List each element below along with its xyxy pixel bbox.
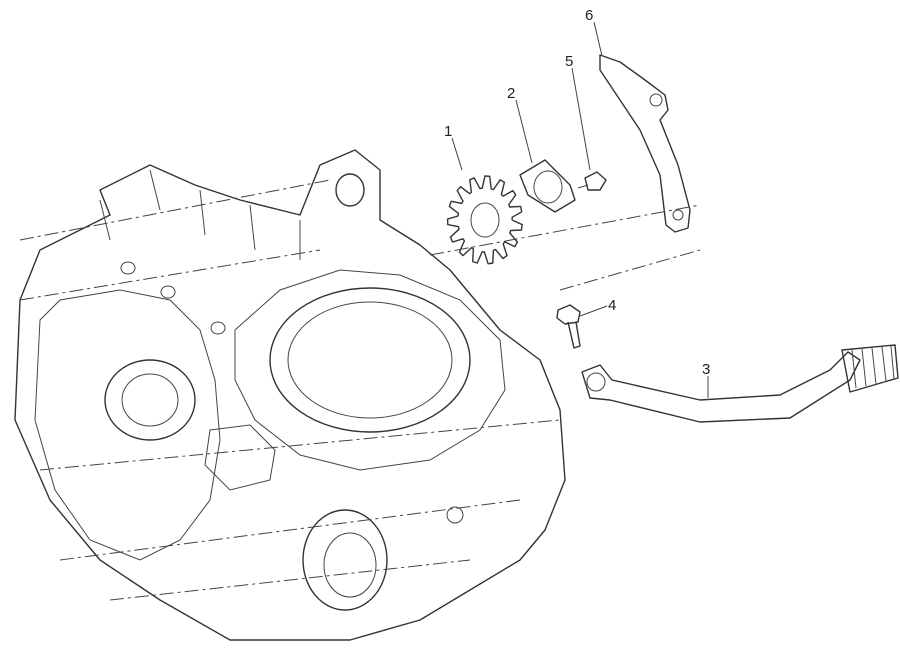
sprocket-cover-part — [599, 54, 691, 233]
engine-crankcase — [14, 149, 566, 641]
sprocket-teeth — [446, 175, 523, 265]
callout-leaders — [451, 21, 709, 398]
lever-bolt-part — [556, 304, 581, 349]
callout-1: 1 — [444, 123, 452, 140]
plate-bolt-part — [577, 171, 607, 191]
retainer-plate-part — [519, 159, 576, 213]
gear-shift-lever-part — [581, 344, 899, 423]
callout-4: 4 — [608, 297, 616, 314]
callout-6: 6 — [585, 7, 593, 24]
callout-3: 3 — [702, 361, 710, 378]
callout-2: 2 — [507, 85, 515, 102]
sprocket-hub — [470, 202, 500, 238]
sprocket-part — [446, 175, 523, 265]
callout-5: 5 — [565, 53, 573, 70]
shaft-axis-line — [429, 204, 701, 256]
lever-axis-line — [559, 249, 701, 291]
